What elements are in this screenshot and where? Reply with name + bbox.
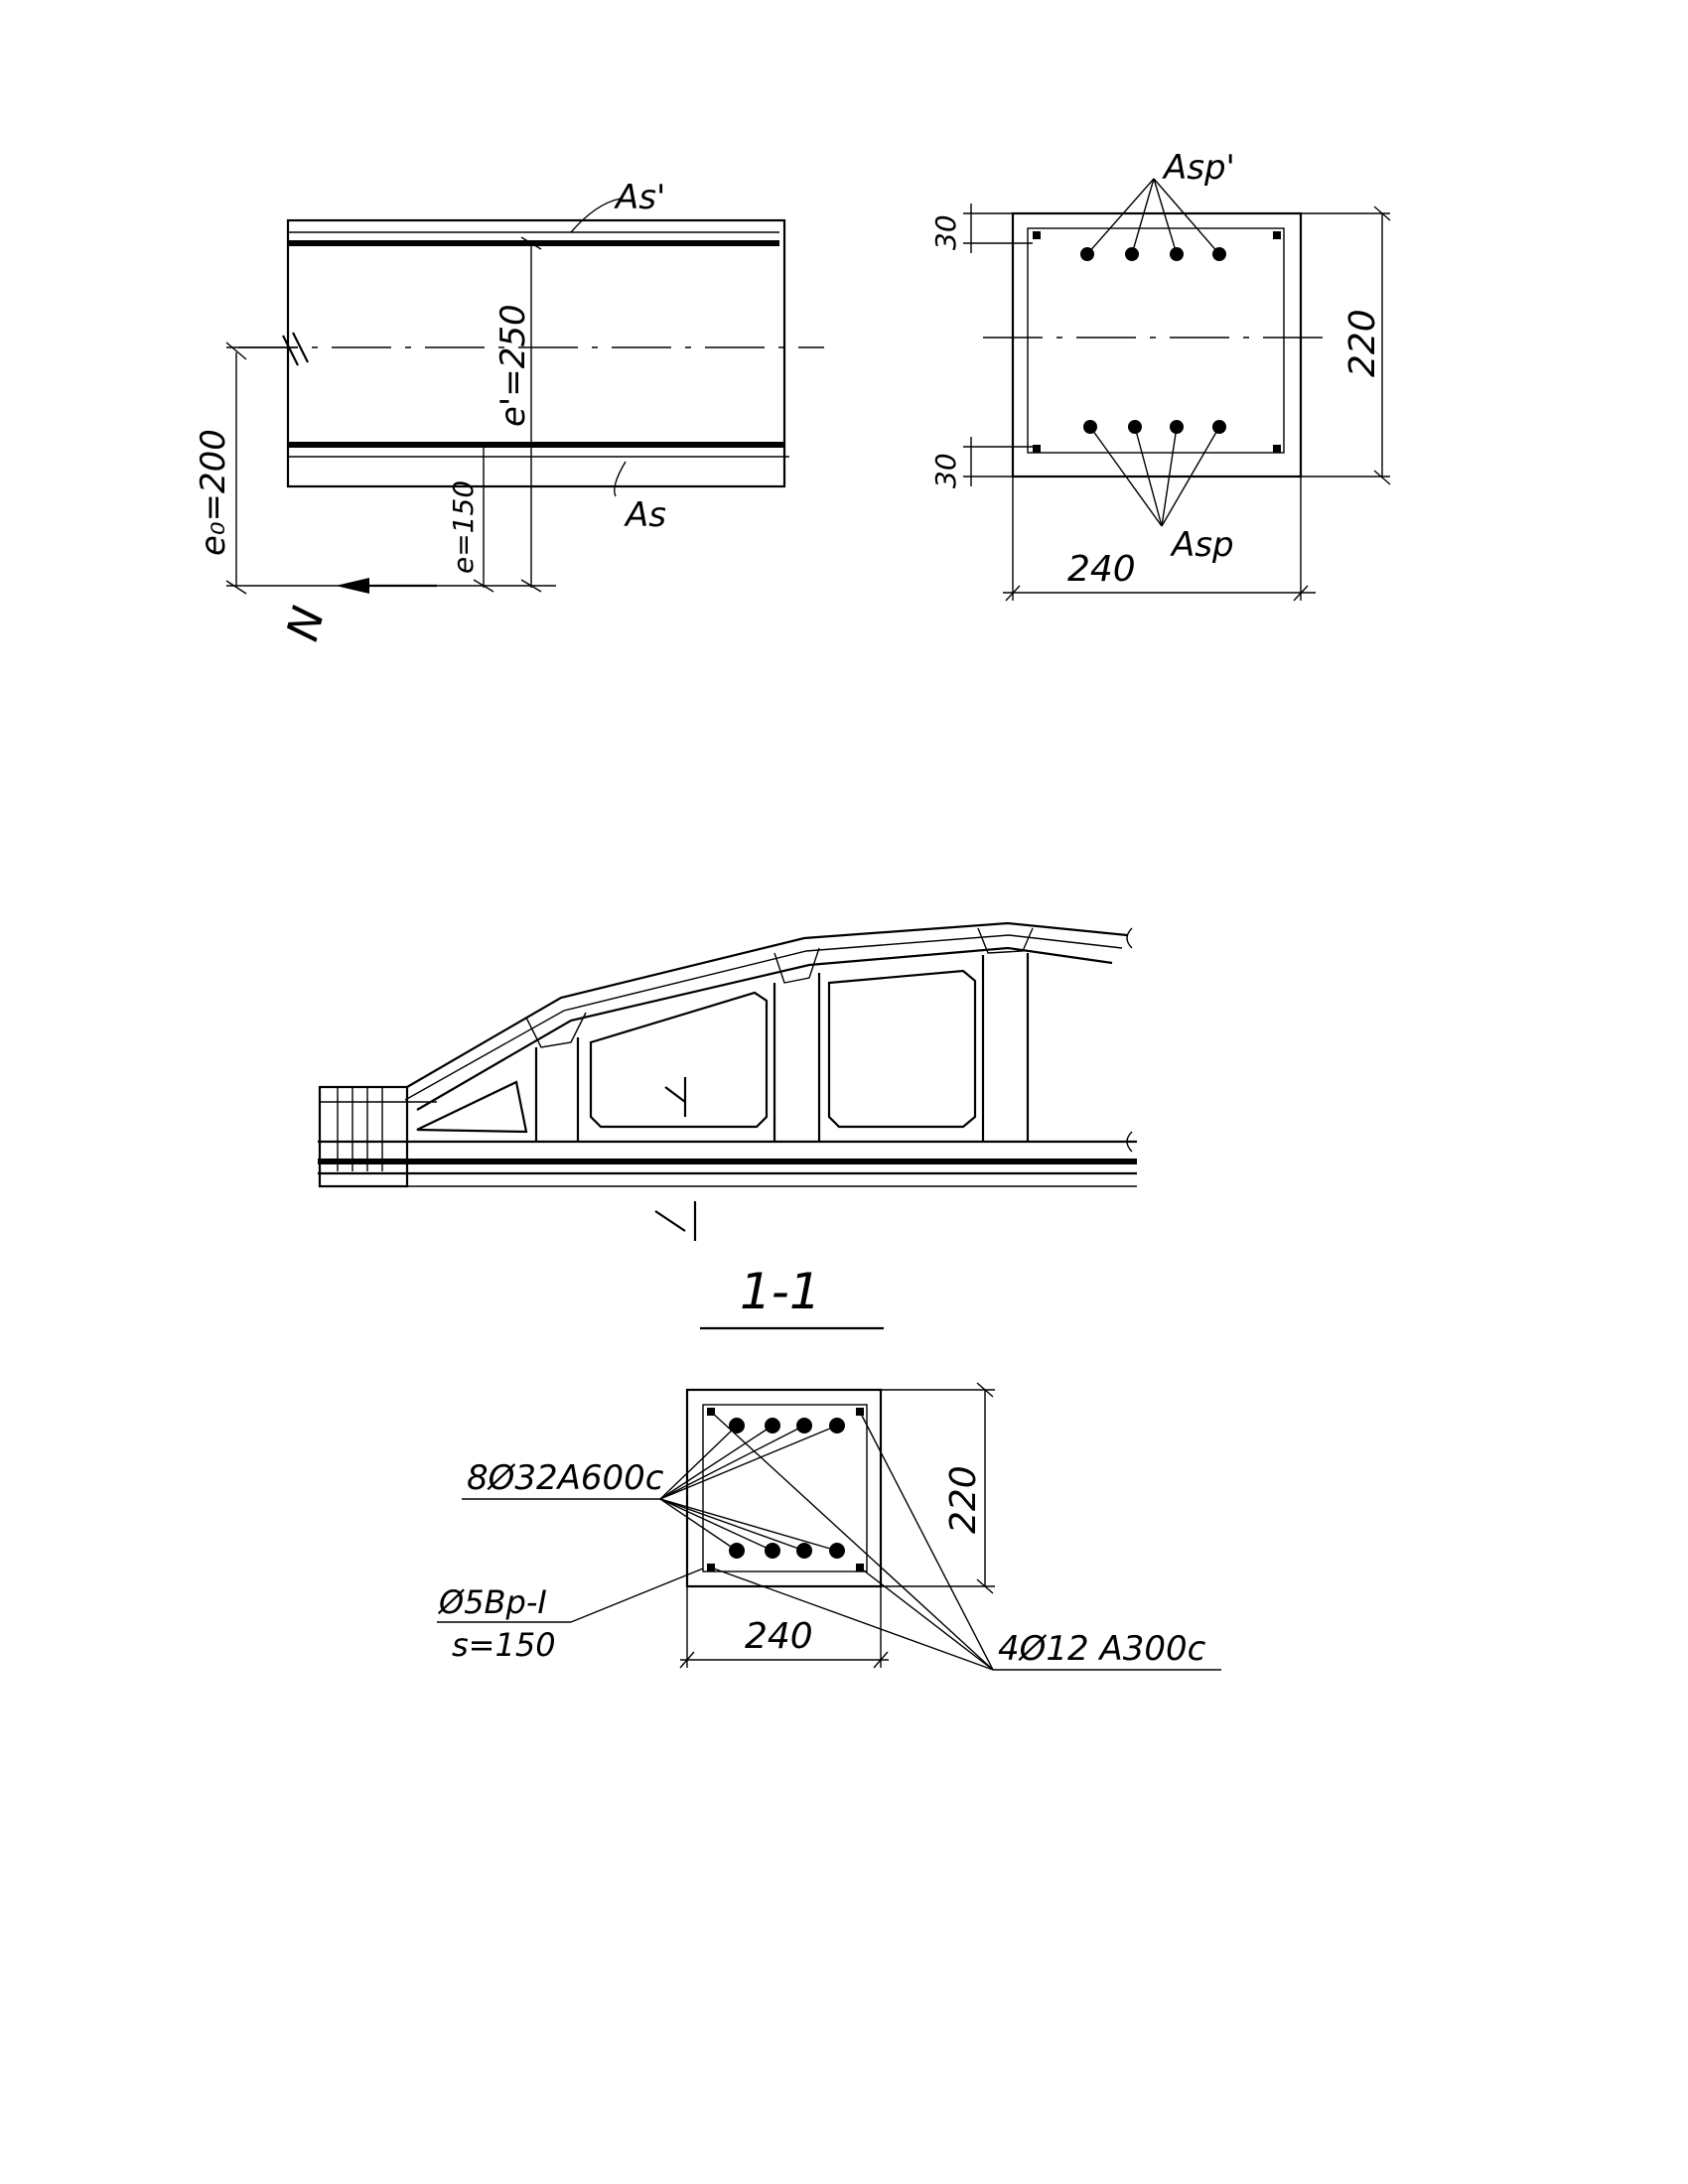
label-e0: e₀=200 [194, 429, 233, 556]
section-1-1: 1-1 [437, 1263, 1221, 1671]
section-stirrup [1027, 227, 1285, 454]
truss-opening-2 [589, 991, 769, 1129]
dim-width: 240 [1067, 549, 1136, 590]
truss-top-chord-inner [416, 946, 1113, 1111]
label-As-bottom: As [624, 495, 666, 535]
truss-fragment: 1 1 [318, 921, 1137, 1241]
eccentric-compression-diagram: As' As e'=250 e₀=200 e=150 N [194, 178, 824, 646]
As-bottom-leader [614, 461, 627, 497]
dim-cover-top: 30 [929, 214, 962, 250]
section-title: 1-1 [740, 1263, 821, 1320]
dim-width: 240 [745, 1616, 813, 1657]
label-e: e=150 [447, 480, 480, 574]
label-Asp-top: Asp' [1162, 148, 1235, 188]
truss-end-block [318, 1085, 409, 1188]
label-corner-bars: 4Ø12 A300c [998, 1629, 1206, 1669]
truss-opening-1 [416, 1080, 528, 1134]
section-outline [1011, 211, 1303, 478]
element-outline [286, 218, 786, 488]
label-N: N [277, 602, 335, 646]
label-Asp-bottom: Asp [1170, 525, 1234, 565]
dim-height: 220 [943, 1465, 984, 1534]
truss-top-chord-outer [406, 921, 1128, 1088]
label-stirrups-line2: s=150 [452, 1626, 556, 1664]
cross-section-top: Asp' Asp 30 30 220 240 [929, 148, 1391, 602]
As-top-leader [570, 198, 622, 233]
label-stirrups-line1: Ø5Bp-I [437, 1583, 547, 1621]
label-As-top: As' [614, 178, 665, 217]
dim-cover-bottom: 30 [929, 453, 962, 488]
section-outline [685, 1388, 883, 1588]
section-stirrup [702, 1404, 868, 1572]
dim-height: 220 [1342, 309, 1383, 377]
truss-opening-3 [827, 969, 977, 1129]
force-arrow-head [336, 578, 369, 594]
label-main-bars: 8Ø32A600c [467, 1458, 664, 1498]
label-e-prime: e'=250 [493, 304, 533, 427]
